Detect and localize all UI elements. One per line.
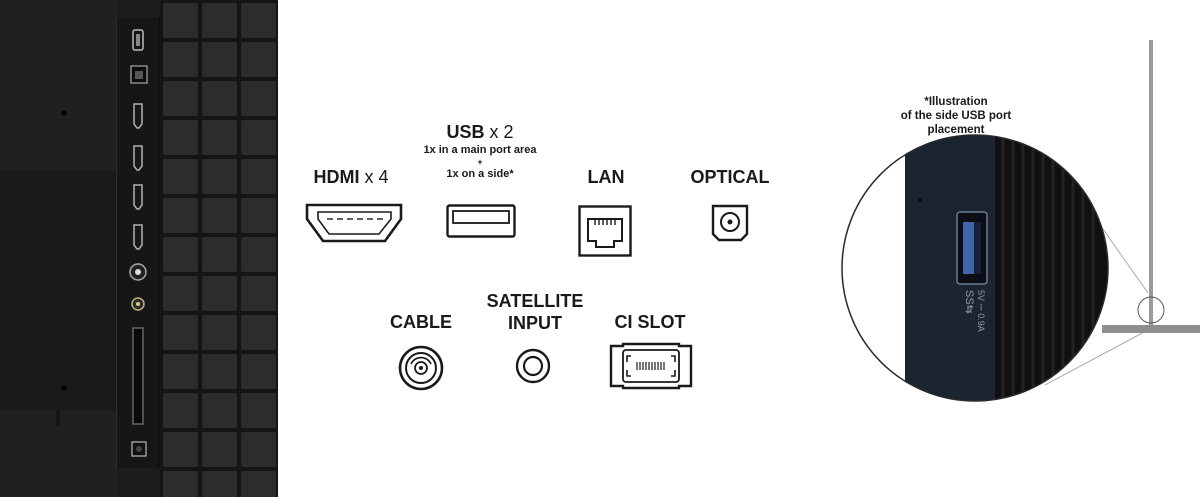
- panel-usb-port: [132, 29, 144, 51]
- grille-tile: [241, 81, 276, 116]
- grille-tile: [202, 120, 237, 155]
- hdmi-count: x 4: [364, 167, 389, 187]
- screw-hole: [61, 385, 67, 391]
- tv-profile: [1149, 40, 1153, 332]
- lan-label: LAN: [587, 167, 625, 187]
- cable-port-icon: [398, 345, 444, 391]
- satellite-label: SATELLITE INPUT: [470, 290, 600, 334]
- grille-tile: [241, 159, 276, 194]
- grille-tile: [202, 198, 237, 233]
- grille-tile: [163, 3, 198, 38]
- usb-power-rating: 5V ⎓ 0.9A: [976, 290, 986, 332]
- grille-tile: [202, 471, 237, 497]
- optical-label: OPTICAL: [690, 167, 770, 187]
- grille-tile: [163, 354, 198, 389]
- usb-note-main: 1x in a main port area: [423, 144, 537, 156]
- grille-tile: [241, 432, 276, 467]
- grille-tile: [202, 81, 237, 116]
- grille-tile: [202, 276, 237, 311]
- grille-tile: [241, 471, 276, 497]
- zoom-marker: [1137, 296, 1165, 324]
- vent-grille: [160, 0, 278, 497]
- panel-ports-svg: [129, 29, 148, 457]
- panel-ci-slot: [132, 327, 144, 425]
- ci-slot-icon: [609, 342, 693, 390]
- grille-tile: [163, 159, 198, 194]
- usb-note-plus: +: [477, 157, 483, 167]
- lan-port-icon: [578, 205, 632, 257]
- grille-tile: [163, 432, 198, 467]
- grille-tile: [202, 432, 237, 467]
- grille-tile: [163, 315, 198, 350]
- hdmi-name: HDMI: [313, 167, 360, 187]
- grille-tile: [241, 198, 276, 233]
- usb-port-icon: [446, 204, 516, 238]
- cable-label: CABLE: [390, 312, 452, 332]
- grille-tile: [163, 81, 198, 116]
- panel-hdmi-port: [133, 224, 143, 250]
- side-usb-note-line3: placement: [927, 124, 985, 136]
- grille-tile: [163, 120, 198, 155]
- grille-tile: [202, 237, 237, 272]
- satellite-port-icon: [515, 348, 551, 384]
- grille-tile: [241, 276, 276, 311]
- panel-hdmi-port: [133, 184, 143, 210]
- usb-note-side: 1x on a side*: [446, 168, 514, 180]
- grille-tile: [202, 354, 237, 389]
- grille-tile: [241, 393, 276, 428]
- grille-tile: [241, 3, 276, 38]
- grille-tile: [202, 393, 237, 428]
- usb-note: 1x in a main port area + 1x on a side*: [410, 143, 550, 181]
- grille-tile: [163, 276, 198, 311]
- grille-tile: [241, 42, 276, 77]
- usb-ss-logo: SS⇆: [963, 290, 975, 314]
- screw-hole: [61, 110, 67, 116]
- side-usb-note: *Illustration of the side USB port place…: [866, 95, 1046, 137]
- grille-tile: [241, 237, 276, 272]
- tv-back-panel: [0, 0, 278, 497]
- usb-name: USB: [446, 122, 485, 142]
- grille-tile: [202, 315, 237, 350]
- tv-stand-base: [1102, 325, 1200, 333]
- grille-tile: [163, 198, 198, 233]
- magnified-view: [842, 135, 1108, 401]
- grille-tile: [241, 315, 276, 350]
- panel-hdmi-port: [133, 145, 143, 171]
- optical-port-icon: [711, 204, 749, 242]
- hdmi-label: HDMI x 4: [296, 167, 406, 188]
- grille-tile: [202, 42, 237, 77]
- usb-count: x 2: [489, 122, 514, 142]
- panel-hdmi-port: [133, 103, 143, 129]
- ci-slot-label: CI SLOT: [614, 312, 686, 332]
- hdmi-port-icon: [305, 203, 403, 243]
- satellite-name-line1: SATELLITE: [486, 291, 584, 311]
- grille-tile: [163, 237, 198, 272]
- grille-tile: [163, 42, 198, 77]
- grille-tile: [202, 3, 237, 38]
- side-usb-note-line1: *Illustration: [924, 96, 988, 108]
- grille-tile: [241, 354, 276, 389]
- grille-tile: [241, 120, 276, 155]
- grille-tile: [163, 471, 198, 497]
- panel-shadow: [0, 170, 118, 410]
- grille-tile: [163, 393, 198, 428]
- satellite-name-line2: INPUT: [508, 313, 562, 333]
- side-usb-note-line2: of the side USB port: [900, 110, 1012, 122]
- usb-label: USB x 2: [430, 122, 530, 143]
- grille-tile: [202, 159, 237, 194]
